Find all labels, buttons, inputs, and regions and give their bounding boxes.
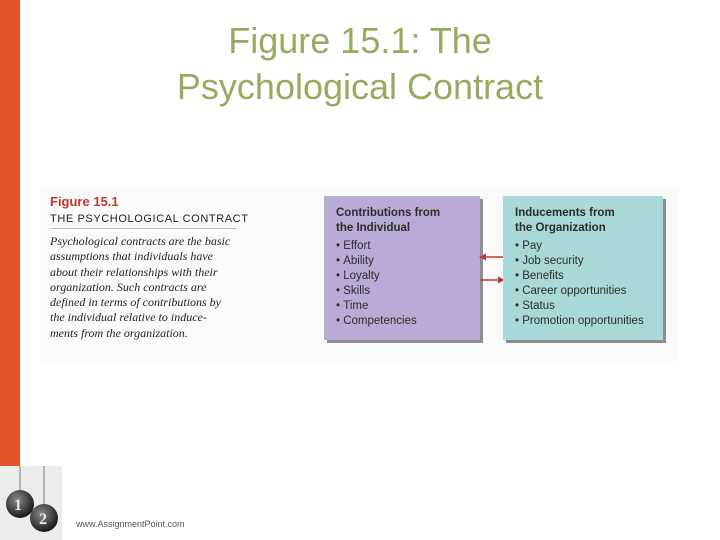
caption-line: about their relationships with their	[50, 264, 218, 279]
inducement-item: Job security	[515, 254, 653, 269]
inducement-item: Career opportunities	[515, 284, 653, 299]
inducement-item: Promotion opportunities	[515, 314, 653, 329]
inducements-heading-line-1: Inducements from	[515, 207, 615, 219]
caption-line: ments from the organization.	[50, 325, 188, 340]
slide-title: Figure 15.1: The Psychological Contract	[60, 18, 660, 110]
logo-icon: 1 2	[6, 466, 58, 532]
contributions-heading-line-1: Contributions from	[336, 207, 441, 219]
caption-line: Psychological contracts are the basic	[50, 234, 231, 248]
contributions-box: Contributions from the Individual Effort…	[324, 196, 480, 340]
footer-url[interactable]: www.AssignmentPoint.com	[76, 519, 185, 529]
slide-title-line-1: Figure 15.1: The	[228, 20, 492, 61]
svg-text:2: 2	[39, 511, 47, 528]
assignment-point-logo: 1 2	[0, 466, 62, 540]
caption-line: assumptions that individuals have	[50, 249, 213, 264]
figure-caption: Psychological contracts are the basic as…	[50, 234, 250, 341]
contributions-list: Effort Ability Loyalty Skills Time Compe…	[336, 239, 470, 329]
inducements-heading-line-2: the Organization	[515, 222, 606, 234]
contribution-item: Loyalty	[336, 269, 470, 284]
slide-title-line-2: Psychological Contract	[176, 66, 544, 107]
contributions-heading: Contributions from the Individual	[336, 206, 470, 236]
contribution-item: Effort	[336, 239, 470, 254]
contribution-item: Competencies	[336, 314, 470, 329]
caption-line: defined in terms of contributions by	[50, 295, 221, 310]
inducements-box: Inducements from the Organization Pay Jo…	[503, 196, 663, 340]
contribution-item: Ability	[336, 254, 470, 269]
figure-heading-rule	[50, 228, 236, 229]
exchange-arrows	[479, 253, 505, 284]
inducement-item: Pay	[515, 239, 653, 254]
arrow-left-icon	[479, 253, 504, 261]
inducements-list: Pay Job security Benefits Career opportu…	[515, 239, 653, 329]
svg-text:1: 1	[14, 497, 22, 514]
contribution-item: Time	[336, 299, 470, 314]
caption-line: organization. Such contracts are	[50, 279, 207, 294]
accent-bar	[0, 0, 20, 466]
caption-line: the individual relative to induce-	[50, 310, 207, 325]
figure-label: Figure 15.1	[50, 194, 119, 209]
inducement-item: Benefits	[515, 269, 653, 284]
figure-heading: THE PSYCHOLOGICAL CONTRACT	[50, 213, 249, 225]
arrow-right-icon	[480, 276, 505, 284]
contribution-item: Skills	[336, 284, 470, 299]
contributions-heading-line-2: the Individual	[336, 222, 411, 234]
inducements-heading: Inducements from the Organization	[515, 206, 653, 236]
inducement-item: Status	[515, 299, 653, 314]
